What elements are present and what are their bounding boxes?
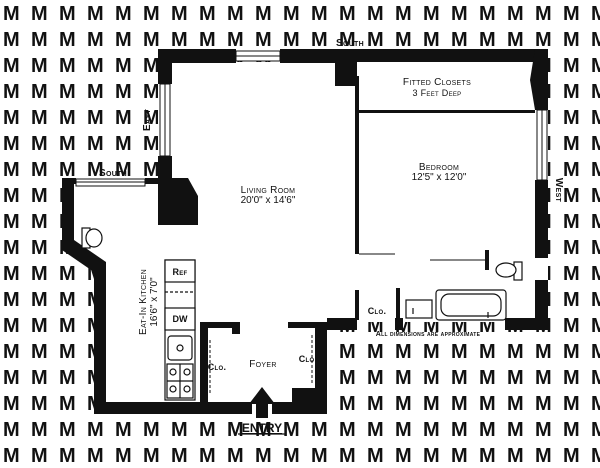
- label-east: East: [142, 109, 153, 131]
- foyer-name: Foyer: [249, 359, 276, 370]
- living-room-dims: 20'0" x 14'6": [241, 195, 296, 206]
- entry-label: ENTRY: [242, 421, 282, 435]
- toilet-kitchen: [81, 227, 103, 249]
- living-room-name: Living Room: [241, 185, 296, 196]
- closets-note: 3 Feet Deep: [413, 88, 462, 98]
- closets-name: Fitted Closets: [403, 77, 471, 88]
- refrigerator: [164, 259, 196, 283]
- label-west: West: [553, 178, 564, 203]
- closet-rods: [209, 335, 313, 395]
- kitchen-counter: [164, 259, 196, 401]
- windows: [75, 50, 548, 187]
- label-south-top: South: [336, 38, 364, 49]
- closet-label-bath: Clo.: [368, 306, 387, 316]
- bath-sink: [405, 299, 433, 319]
- dw-label: DW: [173, 314, 188, 324]
- bedroom-dims: 12'5" x 12'0": [412, 172, 467, 183]
- bedroom-name: Bedroom: [419, 162, 459, 173]
- kitchen-dims: 16'6" x 7'0": [149, 277, 160, 327]
- dishwasher: [164, 307, 196, 331]
- ref-label: Ref: [172, 267, 187, 277]
- entry-arrow: [249, 387, 275, 418]
- closet-label-kitchen: Clo.: [208, 362, 227, 372]
- approx-note: All dimensions are approximate: [376, 331, 481, 338]
- closet-label-foyer: Clo.: [299, 354, 318, 364]
- bathtub: [435, 289, 507, 321]
- walls: [62, 49, 548, 414]
- kitchen-name: Eat-In Kitchen: [138, 269, 149, 335]
- toilet-bath: [495, 261, 523, 281]
- label-south-left: South: [99, 168, 127, 179]
